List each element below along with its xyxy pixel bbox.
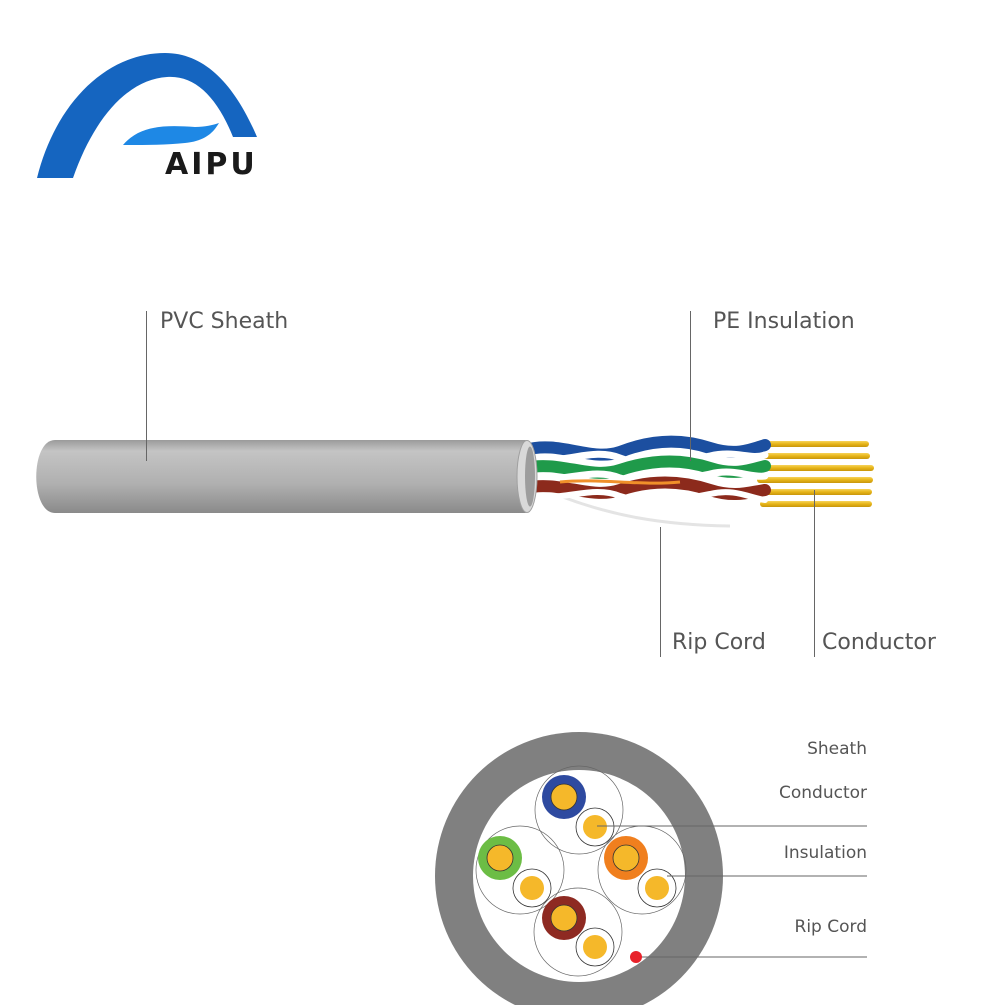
conductor-leader-line: [814, 490, 815, 657]
core-area: [473, 770, 685, 982]
conductor-label: Conductor: [822, 630, 936, 655]
pe-insulation-label: PE Insulation: [713, 309, 855, 334]
rip-cord-label: Rip Cord: [672, 630, 766, 655]
logo-arch-icon: [37, 53, 257, 178]
cross-section-illustration: [435, 732, 867, 1005]
rip-cord-wire: [559, 494, 731, 528]
pvc-sheath: [36, 440, 538, 513]
cs-conductor-label: Conductor: [778, 783, 867, 803]
rip-cord-leader-line: [660, 527, 661, 657]
cable-side-view: PVC Sheath PE Insulation Rip Cord Conduc…: [36, 309, 936, 657]
pair-blue: [542, 775, 615, 847]
logo-text: AIPU: [165, 147, 258, 182]
aipu-logo: AIPU: [35, 45, 265, 185]
twisted-pairs: [519, 435, 771, 505]
rip-cord-dot: [630, 951, 642, 963]
cs-insulation-label: Insulation: [783, 843, 867, 863]
pvc-sheath-label: PVC Sheath: [160, 309, 289, 334]
pair-orange: [604, 836, 677, 908]
cable-cross-section: Sheath Conductor Insulation Rip Cord: [0, 700, 1005, 1005]
pair-green: [478, 836, 552, 908]
cs-sheath-label: Sheath: [807, 739, 867, 759]
pair-brown: [542, 896, 615, 967]
conductor-wires: [755, 441, 874, 507]
pe-insulation-leader-line: [690, 311, 691, 461]
cable-illustration: [36, 435, 874, 528]
cs-rip-cord-label: Rip Cord: [794, 917, 867, 937]
pvc-sheath-leader-line: [146, 311, 147, 461]
